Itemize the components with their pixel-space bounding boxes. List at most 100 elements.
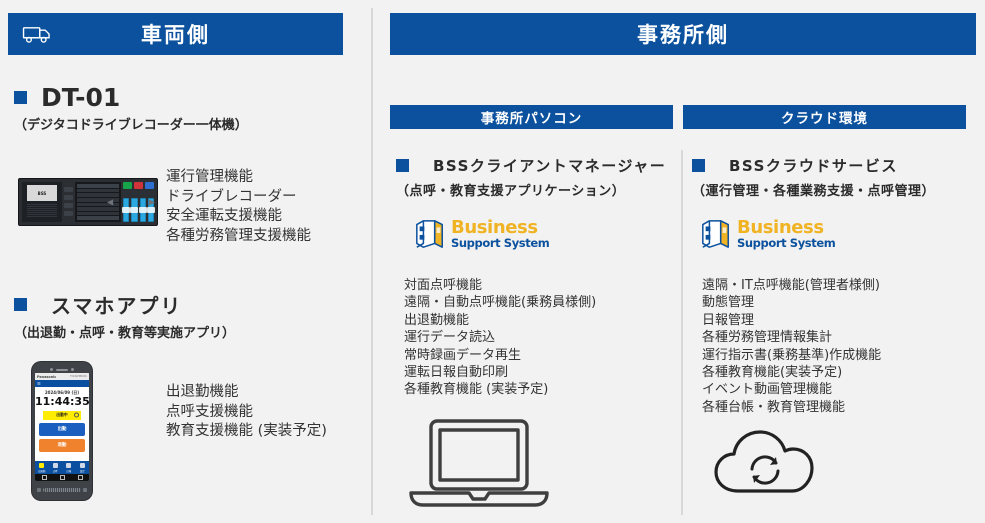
dt01-right-arrow-icon: ▶	[148, 197, 155, 207]
list-item: 安全運転支援機能	[166, 208, 282, 224]
phone-tab-label: 設定	[79, 469, 85, 473]
dt01-speaker-grill	[27, 204, 57, 218]
list-item: 各種教育機能 (実装予定)	[404, 382, 549, 398]
dt01-side-buttons	[64, 182, 73, 222]
bss-client-manager-feature-list: 対面点呼機能 遠隔・自動点呼機能(乗務員様側) 出退勤機能 運行データ読込 常時…	[404, 277, 596, 399]
cloud-subheader-label: クラウド環境	[781, 111, 868, 127]
list-item: 運行データ読込	[404, 330, 496, 346]
phone-tab-attendance[interactable]: 出退勤	[35, 461, 49, 474]
back-icon[interactable]	[41, 475, 47, 480]
bss-cloud-service-block: BSSクラウドサービス （運行管理・各種業務支援・点呼管理）	[692, 155, 935, 199]
phone-status-badge: 出勤中	[43, 410, 81, 420]
list-item: 運行管理機能	[166, 169, 253, 185]
blue-square-bullet-icon	[396, 159, 409, 172]
list-item: 各種労務管理情報集計	[702, 330, 833, 346]
main-vertical-divider	[371, 8, 373, 515]
list-item: 遠隔・自動点呼機能(乗務員様側)	[404, 295, 597, 311]
laptop-icon	[405, 415, 553, 515]
smartphone-app-title-row: スマホアプリ	[14, 290, 235, 319]
smartphone-app-feature-list: 出退勤機能 点呼支援機能 教育支援機能 (実装予定)	[166, 383, 327, 442]
list-item: 各種労務管理支援機能	[166, 227, 311, 244]
phone-clock-out-label: 退勤	[57, 443, 67, 449]
home-icon[interactable]	[59, 475, 65, 480]
phone-time-label: 11:44:35	[35, 395, 89, 408]
phone-body: Panasonic TOUGHBOOK ☰ 2024/06/09 (日) 11:…	[32, 362, 92, 500]
blue-square-bullet-icon	[14, 298, 27, 311]
smartphone-app-title: スマホアプリ	[51, 294, 183, 318]
hamburger-menu-icon[interactable]: ☰	[37, 380, 41, 386]
office-pc-subheader: 事務所パソコン	[390, 105, 673, 129]
office-pc-subheader-label: 事務所パソコン	[480, 111, 583, 127]
bss-client-manager-block: BSSクライアントマネージャー （点呼・教育支援アプリケーション）	[396, 155, 666, 199]
phone-bottom-speaker	[35, 481, 89, 496]
cloud-sync-icon	[710, 425, 820, 505]
phone-screen: Panasonic TOUGHBOOK ☰ 2024/06/09 (日) 11:…	[35, 373, 89, 481]
dt01-screen-panel	[123, 182, 154, 222]
dt01-text-panel	[75, 182, 121, 222]
list-item: 教育支援機能 (実装予定)	[166, 423, 327, 439]
office-side-title: 事務所側	[637, 23, 729, 47]
bss-logo-pc: Business Support System	[414, 216, 550, 250]
phone-clock-in-label: 出勤	[57, 427, 67, 433]
phone-top-sensors	[35, 366, 89, 373]
list-item: 遠隔・IT点呼機能(管理者様側)	[702, 278, 880, 293]
bss-logo-mark-icon	[702, 220, 729, 248]
blue-square-bullet-icon	[692, 159, 705, 172]
bss-logo-line1: Business	[451, 216, 538, 238]
dt01-device-image: BSS ◀ ▶	[18, 178, 158, 226]
phone-date-label: 2024/06/09 (日)	[44, 390, 80, 395]
smartphone-app-block: スマホアプリ （出退勤・点呼・教育等実施アプリ）	[14, 290, 235, 341]
dt01-subtitle: （デジタコドライブレコーダー一体機）	[14, 118, 248, 133]
phone-tab-label: 点呼	[52, 469, 58, 473]
phone-carrier-label: TOUGHBOOK	[69, 375, 87, 378]
smartphone-app-subtitle: （出退勤・点呼・教育等実施アプリ）	[14, 326, 236, 341]
list-item: 運行指示書(乗務基準)作成機能	[702, 347, 882, 363]
bss-logo-text-pc: Business Support System	[451, 216, 550, 250]
bss-client-manager-title: BSSクライアントマネージャー	[433, 157, 667, 175]
phone-app-bar: ☰	[35, 380, 89, 387]
cloud-subheader: クラウド環境	[683, 105, 966, 129]
recents-icon[interactable]	[77, 475, 83, 480]
dt01-function-tiles	[123, 198, 154, 222]
dt01-feature-list: 運行管理機能 ドライブレコーダー 安全運転支援機能 各種労務管理支援機能	[166, 168, 311, 246]
list-item: 出退勤機能	[404, 312, 470, 328]
list-item: 日報管理	[702, 312, 755, 328]
phone-brand-bar: Panasonic TOUGHBOOK	[35, 373, 89, 380]
list-item: 常時録画データ再生	[404, 347, 522, 363]
phone-tab-bar: 出退勤 点呼 日報 設定	[35, 461, 89, 474]
office-columns-divider	[681, 150, 683, 515]
list-item: 点呼支援機能	[166, 403, 253, 420]
list-item: 動態管理	[702, 295, 755, 311]
dt01-device-body: BSS ◀ ▶	[18, 178, 158, 226]
bss-client-manager-title-row: BSSクライアントマネージャー	[396, 155, 666, 176]
smartphone-device-image: Panasonic TOUGHBOOK ☰ 2024/06/09 (日) 11:…	[32, 362, 92, 500]
list-item: 各種台帳・教育管理機能	[702, 399, 846, 415]
phone-tab-rollcall[interactable]: 点呼	[49, 461, 63, 474]
phone-clock-in-button[interactable]: 出勤	[39, 422, 85, 436]
dt01-left-arrow-icon: ◀	[107, 197, 114, 207]
list-item: イベント動画管理機能	[702, 382, 833, 398]
bss-cloud-service-feature-list: 遠隔・IT点呼機能(管理者様側) 動態管理 日報管理 各種労務管理情報集計 運行…	[702, 277, 881, 416]
phone-clock-out-button[interactable]: 退勤	[39, 438, 85, 452]
bss-cloud-service-subtitle: （運行管理・各種業務支援・点呼管理）	[692, 184, 936, 199]
dt01-status-tabs	[123, 182, 154, 189]
blue-square-bullet-icon	[14, 91, 27, 104]
phone-tab-label: 出退勤	[38, 469, 46, 473]
bss-logo-mark-icon	[416, 220, 443, 248]
list-item: 出退勤機能	[166, 384, 239, 400]
dt01-title-row: DT-01	[14, 83, 248, 112]
bss-client-manager-subtitle: （点呼・教育支援アプリケーション）	[396, 184, 626, 199]
phone-tab-settings[interactable]: 設定	[76, 461, 90, 474]
dt01-block: DT-01 （デジタコドライブレコーダー一体機）	[14, 83, 248, 133]
bss-logo-line2: Support System	[737, 235, 836, 250]
phone-navigation-bar	[35, 474, 89, 481]
bss-logo-cloud: Business Support System	[700, 218, 836, 250]
phone-tab-report[interactable]: 日報	[62, 461, 76, 474]
dt01-brand-plate: BSS	[27, 185, 57, 201]
list-item: ドライブレコーダー	[166, 188, 297, 205]
dt01-left-panel: BSS	[22, 182, 62, 222]
vehicle-side-title: 車両側	[141, 23, 210, 47]
bss-cloud-service-title: BSSクラウドサービス	[729, 157, 898, 175]
dt01-tile-labels	[123, 191, 154, 196]
